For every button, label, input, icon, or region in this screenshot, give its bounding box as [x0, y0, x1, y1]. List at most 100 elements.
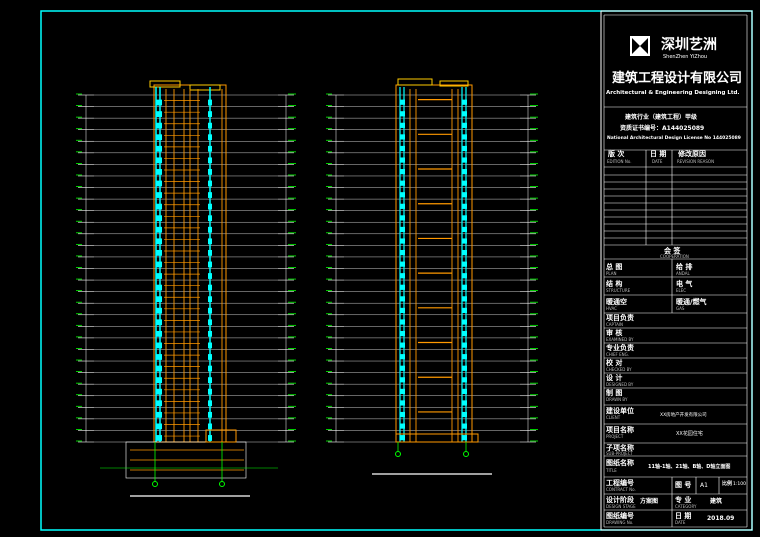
roof-parapet	[149, 80, 181, 88]
window	[208, 99, 212, 106]
window	[156, 261, 162, 268]
client-label: 建设单位	[606, 407, 634, 415]
window	[462, 122, 467, 128]
window	[462, 203, 467, 209]
window	[156, 365, 162, 372]
window	[462, 319, 467, 325]
window	[462, 423, 467, 429]
approval-chief: 专业负责	[606, 344, 634, 352]
window	[400, 157, 405, 163]
stage-en: DESIGN STAGE	[606, 504, 636, 509]
license-line-3: National Architectural Design License No…	[607, 136, 741, 141]
window	[208, 330, 212, 337]
approval-checked: 校 对	[606, 359, 623, 367]
window	[462, 388, 467, 394]
window	[156, 400, 162, 407]
project-value: XX花园住宅	[676, 431, 703, 437]
window	[208, 388, 212, 395]
date-en: DATE	[675, 520, 686, 525]
category-label: 专 业	[675, 496, 692, 504]
drawing-title-label: 图纸名称	[606, 459, 634, 467]
window	[208, 296, 212, 303]
window	[208, 342, 212, 349]
sign-structure-label: 结 构	[606, 280, 623, 288]
axis-bubble	[395, 451, 401, 457]
window	[400, 203, 405, 209]
window	[462, 342, 467, 348]
window	[156, 134, 162, 141]
window	[208, 157, 212, 164]
window	[400, 377, 405, 383]
sign-gas-en: GAS	[676, 306, 685, 311]
window	[400, 330, 405, 337]
drawing-title-en: TITLE	[606, 468, 617, 473]
right-elevation	[326, 78, 538, 475]
window	[156, 192, 162, 198]
drawing-no-en: DRAWING No.	[606, 520, 634, 525]
sign-plan-label: 总 图	[606, 263, 623, 271]
subproject-en: SUB-PROJECT	[606, 451, 633, 456]
window	[462, 226, 467, 233]
drawing-title-value: 11轴-1轴、21轴、B轴、D轴立面图	[648, 464, 731, 470]
window	[400, 284, 405, 290]
approval-examined-en: EXAMINED BY	[606, 337, 634, 342]
window	[208, 111, 212, 117]
window	[462, 330, 467, 337]
window	[156, 180, 162, 187]
window	[462, 261, 467, 267]
window	[208, 261, 212, 268]
contract-en: CONTRACT No.	[606, 487, 636, 492]
window	[208, 169, 212, 175]
window	[156, 411, 162, 418]
window	[156, 226, 162, 233]
approval-examined: 审 核	[606, 329, 623, 337]
bow-tie-icon	[630, 36, 650, 56]
project-label: 项目名称	[606, 426, 634, 434]
window	[208, 180, 212, 187]
sheet-value: 1:100	[733, 482, 746, 487]
window	[156, 203, 162, 210]
window	[400, 180, 405, 186]
window	[462, 145, 467, 152]
window	[462, 377, 467, 383]
axis-bubble	[152, 481, 158, 487]
window	[462, 215, 467, 221]
approval-designed-en: DESIGNED BY	[606, 382, 634, 387]
window	[400, 145, 405, 152]
window	[400, 111, 405, 117]
revision-date-label: 日 期	[650, 150, 667, 158]
window	[462, 249, 467, 256]
window	[400, 215, 405, 221]
window	[208, 122, 212, 129]
window	[400, 134, 405, 140]
sign-elec-en: ELEC	[676, 288, 687, 293]
revision-edition-label: 版 次	[608, 150, 625, 158]
window	[156, 145, 162, 152]
scale-label: 图 号	[675, 481, 692, 489]
window	[462, 273, 467, 279]
cooperation-en: COOPERATION	[660, 254, 689, 259]
window	[400, 307, 405, 314]
date-value: 2018.09	[707, 515, 735, 522]
sign-plan-en: PLAN	[606, 271, 617, 276]
window	[208, 411, 212, 418]
approval-chief-en: CHIEF ENG.	[606, 352, 629, 357]
sign-hvac-en: HVAC	[606, 306, 617, 311]
window	[156, 435, 162, 441]
window	[462, 99, 467, 105]
revision-edition-en: EDITION No.	[607, 159, 632, 164]
window	[400, 169, 405, 175]
approval-checked-en: CHECKED BY	[606, 367, 632, 372]
window	[208, 226, 212, 233]
title-block-grid	[604, 106, 747, 527]
window	[156, 284, 162, 291]
sign-structure-en: STRUCTURE	[606, 288, 631, 293]
window	[462, 238, 467, 244]
window	[208, 365, 212, 372]
approval-drawn-en: DRAWN BY	[606, 397, 628, 402]
window	[462, 365, 467, 371]
window	[400, 354, 405, 360]
sign-water-label: 给 排	[676, 263, 693, 271]
window	[462, 284, 467, 290]
window	[208, 284, 212, 291]
